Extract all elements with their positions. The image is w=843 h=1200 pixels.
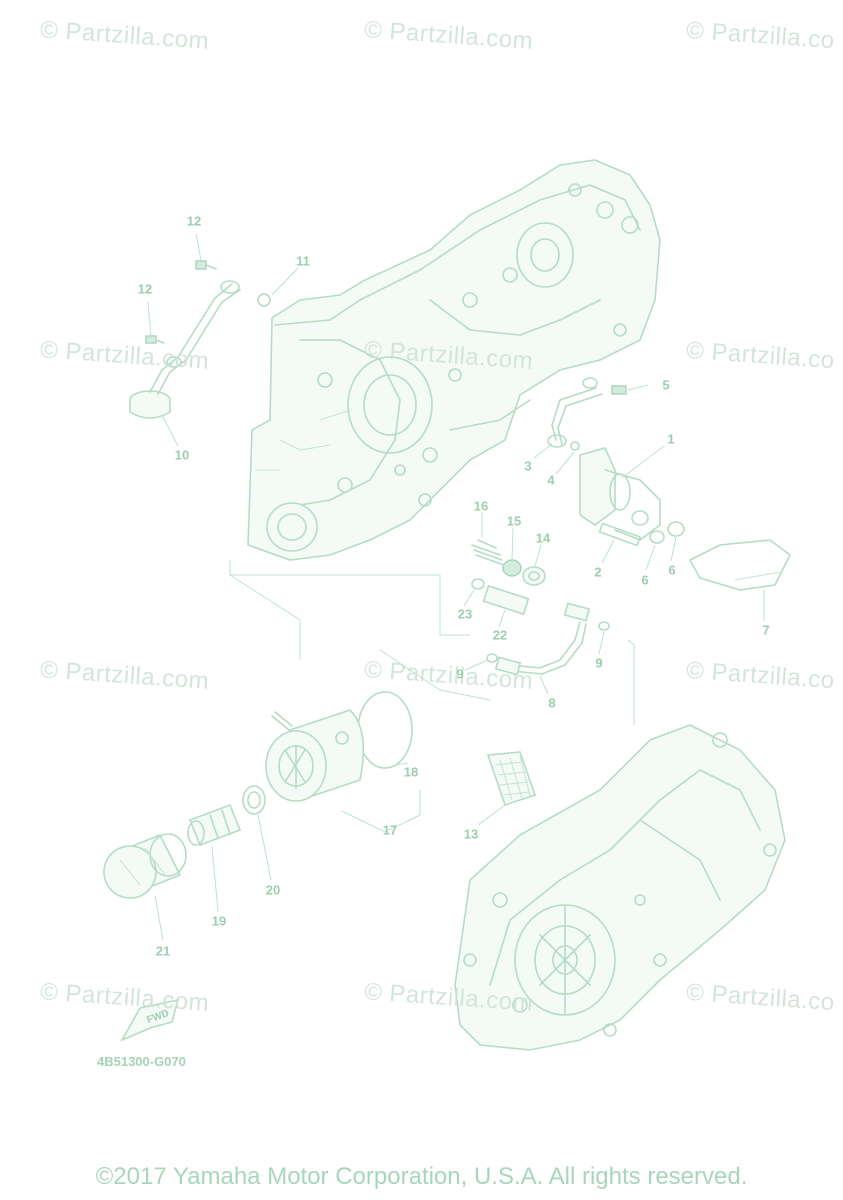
callout-8[interactable]: 8: [548, 695, 556, 711]
oil-filter-housing: [265, 691, 413, 802]
callout-12[interactable]: 12: [137, 281, 153, 297]
callout-13[interactable]: 13: [463, 826, 479, 842]
callout-5[interactable]: 5: [662, 377, 670, 393]
callout-14[interactable]: 14: [535, 530, 551, 546]
callout-21[interactable]: 21: [155, 943, 171, 959]
oil-pipe: [486, 602, 610, 676]
callout-23[interactable]: 23: [457, 606, 473, 622]
callout-22[interactable]: 22: [492, 627, 508, 643]
callout-10[interactable]: 10: [174, 447, 190, 463]
callout-18[interactable]: 18: [403, 764, 419, 780]
callout-15[interactable]: 15: [506, 513, 522, 529]
breather-assembly: [129, 260, 271, 419]
callout-9-right[interactable]: 9: [595, 655, 603, 671]
lower-crankcase: [454, 724, 786, 1051]
oil-pump-assembly: [547, 377, 791, 591]
callout-19[interactable]: 19: [211, 913, 227, 929]
callout-1[interactable]: 1: [667, 431, 675, 447]
oil-strainer: [486, 751, 537, 807]
callout-3[interactable]: 3: [524, 458, 532, 474]
callout-7[interactable]: 7: [762, 622, 770, 638]
callout-6-right[interactable]: 6: [668, 562, 676, 578]
callout-2[interactable]: 2: [594, 564, 602, 580]
callout-17[interactable]: 17: [382, 822, 398, 838]
callout-9[interactable]: 9: [456, 666, 464, 682]
oil-filter-parts: [103, 785, 266, 899]
callout-16[interactable]: 16: [473, 498, 489, 514]
diagram-code: 4B51300-G070: [97, 1054, 186, 1069]
callout-20[interactable]: 20: [265, 882, 281, 898]
leader-lines: [147, 233, 765, 941]
callout-4[interactable]: 4: [547, 472, 555, 488]
callout-11[interactable]: 11: [296, 253, 310, 269]
callout-12-top[interactable]: 12: [186, 213, 202, 229]
callout-6[interactable]: 6: [641, 572, 649, 588]
copyright-footer: ©2017 Yamaha Motor Corporation, U.S.A. A…: [95, 1163, 748, 1190]
upper-crankcase: [247, 159, 661, 561]
relief-valve-parts: [471, 539, 546, 616]
fwd-arrow-icon: [120, 998, 180, 1042]
